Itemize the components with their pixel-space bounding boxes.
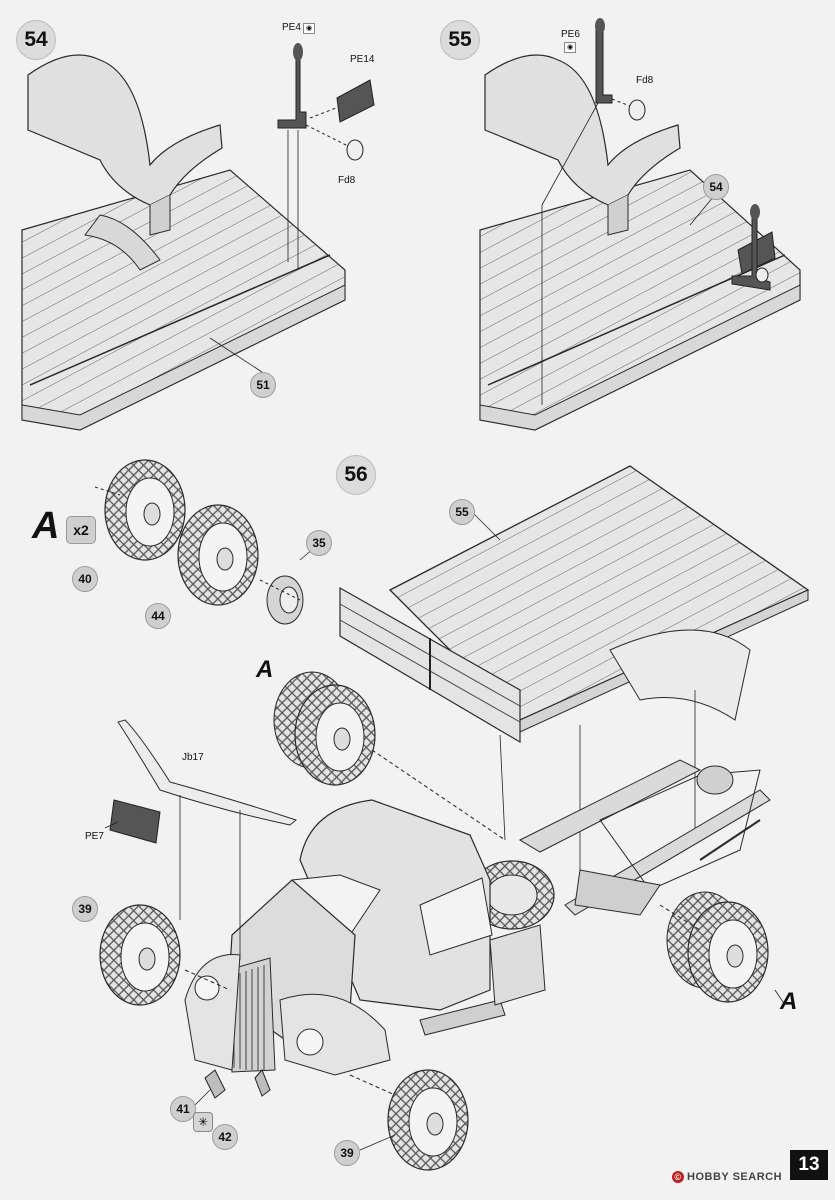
subassembly-letter: A bbox=[32, 505, 60, 547]
step-number-55: 55 bbox=[440, 20, 480, 60]
subassembly-multiplier: x2 bbox=[66, 516, 96, 544]
part-badge-35: 35 bbox=[306, 530, 332, 556]
photo-etch-icon: ◉ bbox=[303, 23, 315, 34]
front-wheel-39-right bbox=[387, 1069, 469, 1171]
part-badge-41: 41 bbox=[170, 1096, 196, 1122]
front-wheel-39-left bbox=[99, 904, 181, 1006]
part-label-pe6: PE6 bbox=[561, 29, 580, 40]
part-badge-39-right: 39 bbox=[334, 1140, 360, 1166]
part-badge-44: 44 bbox=[145, 603, 171, 629]
part-label-fd8: Fd8 bbox=[636, 75, 654, 86]
part-badge-55: 55 bbox=[449, 499, 475, 525]
part-badge-39-left: 39 bbox=[72, 896, 98, 922]
dual-wheel-a-right bbox=[666, 891, 769, 1003]
step55-drawing bbox=[479, 18, 801, 431]
step-number-54: 54 bbox=[16, 20, 56, 60]
part-badge-54: 54 bbox=[703, 174, 729, 200]
photo-etch-icon: ◉ bbox=[564, 42, 576, 53]
watermark-text: HOBBY SEARCH bbox=[687, 1171, 783, 1183]
part-badge-40: 40 bbox=[72, 566, 98, 592]
part-label-fd8: Fd8 bbox=[338, 175, 356, 186]
part-badge-51: 51 bbox=[250, 372, 276, 398]
glue-icon: ✳ bbox=[193, 1112, 213, 1132]
part-label-pe4: PE4 bbox=[282, 22, 301, 33]
page-number: 13 bbox=[790, 1150, 828, 1180]
copyright-icon: © bbox=[672, 1171, 684, 1183]
subassembly-letter-right: A bbox=[780, 988, 798, 1015]
part-badge-42: 42 bbox=[212, 1124, 238, 1150]
wheel-40 bbox=[104, 459, 186, 561]
step54-drawing bbox=[21, 43, 375, 431]
step56-drawing bbox=[94, 459, 810, 1171]
part-label-jb17: Jb17 bbox=[182, 752, 204, 763]
dual-wheel-a-left bbox=[273, 671, 376, 786]
wheel-44 bbox=[177, 504, 259, 606]
part-label-pe7: PE7 bbox=[85, 831, 104, 842]
watermark: ©HOBBY SEARCH bbox=[672, 1171, 782, 1183]
subassembly-letter-left: A bbox=[256, 656, 274, 683]
part-label-pe14: PE14 bbox=[350, 54, 375, 65]
step-number-56: 56 bbox=[336, 455, 376, 495]
